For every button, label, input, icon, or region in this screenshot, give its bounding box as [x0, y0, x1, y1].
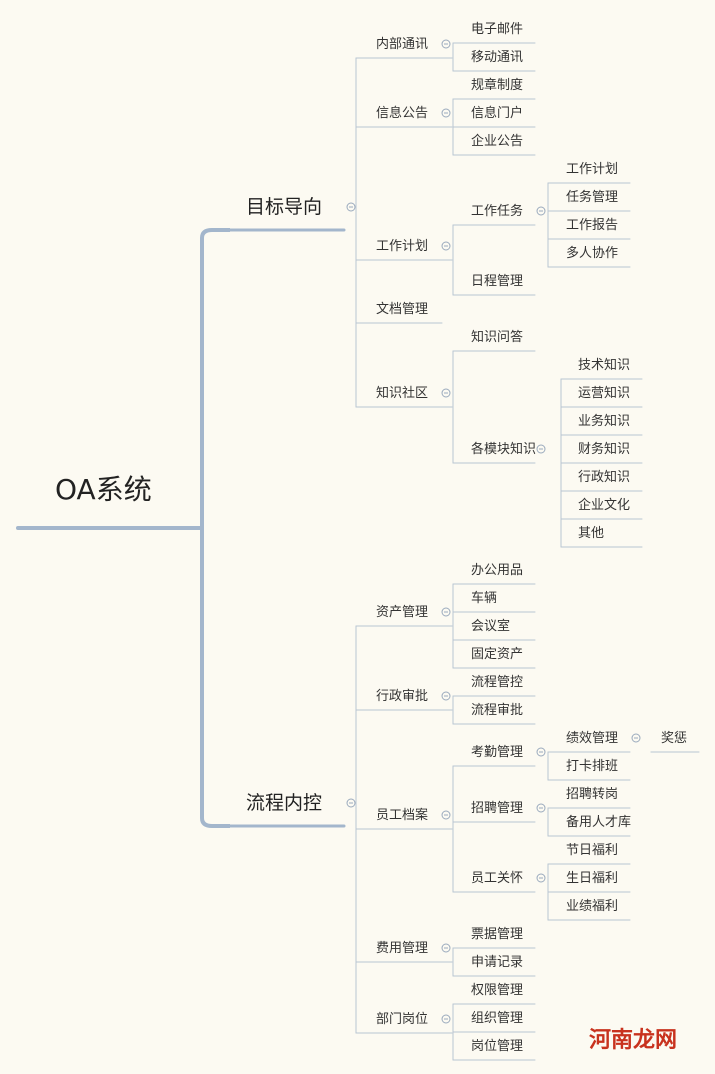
category-node[interactable]: 信息公告	[376, 105, 429, 121]
sub-node[interactable]: 工作任务	[471, 203, 524, 219]
sub-node[interactable]: 知识问答	[471, 329, 524, 345]
leaf-node[interactable]: 打卡排班	[566, 758, 619, 774]
sub-node[interactable]: 办公用品	[471, 562, 524, 578]
branch-node[interactable]: 目标导向	[246, 195, 323, 218]
leaf-node[interactable]: 节日福利	[566, 842, 619, 858]
category-node[interactable]: 资产管理	[376, 604, 429, 620]
sub-node[interactable]: 日程管理	[471, 273, 524, 289]
sub-node[interactable]: 信息门户	[471, 105, 524, 121]
leaf-node[interactable]: 多人协作	[566, 245, 619, 261]
watermark: 河南龙网	[588, 1028, 677, 1053]
branch-node[interactable]: 流程内控	[246, 791, 323, 814]
sub-node[interactable]: 权限管理	[471, 982, 524, 998]
leaf-node[interactable]: 工作报告	[566, 217, 619, 233]
sub-node[interactable]: 考勤管理	[471, 744, 524, 760]
sub-node[interactable]: 规章制度	[471, 77, 524, 93]
category-node[interactable]: 费用管理	[376, 940, 429, 956]
leaf-node[interactable]: 工作计划	[566, 161, 619, 177]
leaf-node[interactable]: 业务知识	[578, 413, 631, 429]
sub-node[interactable]: 申请记录	[471, 954, 524, 970]
root-node[interactable]: OA系统	[55, 473, 152, 506]
category-node[interactable]: 工作计划	[376, 238, 429, 254]
leaf-node[interactable]: 招聘转岗	[566, 786, 619, 802]
leaf-node[interactable]: 业绩福利	[566, 898, 619, 914]
sub-node[interactable]: 岗位管理	[471, 1038, 524, 1054]
category-node[interactable]: 行政审批	[376, 688, 429, 704]
leaf-node[interactable]: 财务知识	[578, 441, 631, 457]
leaf-node[interactable]: 备用人才库	[566, 814, 632, 830]
category-node[interactable]: 员工档案	[376, 807, 429, 823]
leaf-node[interactable]: 生日福利	[566, 870, 619, 886]
sub-node[interactable]: 固定资产	[471, 646, 524, 662]
sub-node[interactable]: 票据管理	[471, 926, 524, 942]
sub-node[interactable]: 电子邮件	[471, 21, 524, 37]
leaf-node[interactable]: 行政知识	[578, 469, 631, 485]
sub-node[interactable]: 车辆	[471, 590, 498, 606]
leaf-node[interactable]: 技术知识	[578, 357, 631, 373]
category-node[interactable]: 部门岗位	[376, 1011, 429, 1027]
leaf-node[interactable]: 运营知识	[578, 385, 631, 401]
leaf-node[interactable]: 绩效管理	[566, 730, 619, 746]
sub-node[interactable]: 流程管控	[471, 674, 524, 690]
sub-node[interactable]: 员工关怀	[471, 870, 524, 886]
sub-node[interactable]: 移动通讯	[471, 49, 524, 65]
sub-node[interactable]: 组织管理	[471, 1010, 524, 1026]
category-node[interactable]: 文档管理	[376, 301, 429, 317]
leaf-node[interactable]: 其他	[578, 525, 605, 541]
category-node[interactable]: 内部通讯	[376, 36, 429, 52]
leaf-node[interactable]: 奖惩	[661, 730, 688, 746]
sub-node[interactable]: 企业公告	[471, 133, 524, 149]
leaf-node[interactable]: 企业文化	[578, 497, 631, 513]
sub-node[interactable]: 会议室	[471, 618, 511, 634]
category-node[interactable]: 知识社区	[376, 385, 429, 401]
sub-node[interactable]: 各模块知识	[471, 441, 537, 457]
sub-node[interactable]: 招聘管理	[471, 800, 524, 816]
sub-node[interactable]: 流程审批	[471, 702, 524, 718]
leaf-node[interactable]: 任务管理	[566, 189, 619, 205]
trunk-connector	[194, 228, 230, 828]
